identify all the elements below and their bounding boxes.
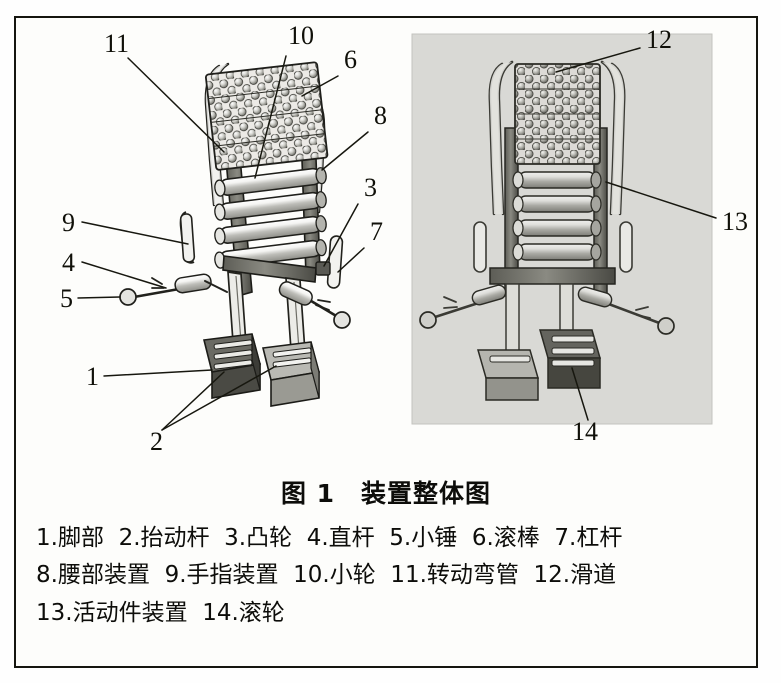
figure-caption-block: 图 1 装置整体图 1.脚部 2.抬动杆 3.凸轮 4.直杆 5.小锤 6.滚棒… bbox=[16, 468, 756, 632]
leader-line-14 bbox=[571, 367, 589, 421]
leader-line-6 bbox=[301, 75, 339, 97]
hammer-head-right bbox=[333, 311, 351, 329]
leader-line-2a bbox=[161, 371, 225, 431]
callout-7: 7 bbox=[370, 217, 383, 246]
foot-left-right-view bbox=[477, 349, 539, 401]
legend-line-3: 13.活动件装置 14.滚轮 bbox=[36, 599, 285, 626]
right-device-assembly bbox=[419, 60, 675, 401]
callout-4: 4 bbox=[62, 248, 75, 277]
callout-leader-lines bbox=[77, 47, 717, 431]
callout-9: 9 bbox=[62, 208, 75, 237]
roller-bars-right-view bbox=[512, 171, 602, 261]
cam-block-right bbox=[315, 261, 331, 276]
leader-line-13 bbox=[605, 181, 717, 219]
finger-device bbox=[179, 211, 196, 264]
callout-1: 1 bbox=[86, 362, 99, 391]
foot-right-right-view bbox=[539, 329, 601, 389]
left-device-assembly bbox=[119, 61, 351, 407]
leader-line-12 bbox=[555, 47, 641, 73]
leader-line-10 bbox=[254, 55, 287, 179]
figure-legend-list: 1.脚部 2.抬动杆 3.凸轮 4.直杆 5.小锤 6.滚棒 7.杠杆 8.腰部… bbox=[34, 520, 738, 632]
callout-14: 14 bbox=[572, 417, 598, 446]
callout-11: 11 bbox=[104, 29, 129, 58]
rotating-bent-tube-left-right-view bbox=[488, 60, 514, 216]
leader-line-11 bbox=[127, 57, 225, 153]
callout-3: 3 bbox=[364, 173, 377, 202]
foot-right bbox=[262, 341, 320, 407]
callout-5: 5 bbox=[60, 284, 73, 313]
leader-line-5 bbox=[77, 296, 121, 299]
legend-line-2: 8.腰部装置 9.手指装置 10.小轮 11.转动弯管 12.滑道 bbox=[36, 562, 617, 589]
technical-drawing-area: 11 10 6 8 3 7 9 4 5 1 2 12 13 14 bbox=[60, 21, 748, 456]
straight-rod-hammer-right-view-right bbox=[577, 286, 675, 335]
foot-left bbox=[203, 333, 261, 399]
straight-rod-and-hammer-right bbox=[278, 281, 351, 329]
figure-title: 图 1 装置整体图 bbox=[280, 479, 492, 508]
leader-line-2b bbox=[161, 365, 277, 431]
leader-line-8 bbox=[321, 131, 369, 171]
leader-line-7 bbox=[337, 247, 365, 273]
callout-8: 8 bbox=[374, 101, 387, 130]
straight-rod-hammer-right-view-left bbox=[419, 284, 507, 329]
callout-10: 10 bbox=[288, 21, 314, 50]
leader-line-3 bbox=[323, 203, 359, 267]
finger-device-right-view-right bbox=[619, 221, 633, 273]
finger-device-right-view-left bbox=[473, 221, 487, 273]
leg-left-right-view bbox=[505, 283, 520, 357]
callout-2: 2 bbox=[150, 427, 163, 456]
callout-13: 13 bbox=[722, 207, 748, 236]
waist-device bbox=[222, 255, 317, 283]
straight-rod-and-hammer-left bbox=[119, 273, 228, 306]
callout-12: 12 bbox=[646, 25, 672, 54]
waist-device-right-view bbox=[489, 267, 616, 285]
bead-chain-slideway bbox=[204, 61, 329, 171]
lift-bars-right bbox=[272, 347, 312, 368]
roller-bars-group bbox=[214, 167, 327, 269]
hammer-head-left bbox=[119, 288, 137, 306]
leader-line-9 bbox=[81, 221, 189, 245]
rotating-bent-tube-right-right-view bbox=[600, 60, 626, 216]
slideway-bead-chain-right-view bbox=[514, 63, 601, 165]
legend-line-1: 1.脚部 2.抬动杆 3.凸轮 4.直杆 5.小锤 6.滚棒 7.杠杆 bbox=[36, 525, 623, 551]
leader-line-4 bbox=[81, 261, 167, 289]
roller-wheels-right-view bbox=[551, 335, 595, 367]
callout-numbers: 11 10 6 8 3 7 9 4 5 1 2 12 13 14 bbox=[60, 21, 748, 456]
lift-bars-left bbox=[213, 339, 253, 370]
callout-6: 6 bbox=[344, 45, 357, 74]
leader-line-1 bbox=[103, 369, 213, 377]
device-illustration: 11 10 6 8 3 7 9 4 5 1 2 12 13 14 bbox=[60, 21, 748, 456]
